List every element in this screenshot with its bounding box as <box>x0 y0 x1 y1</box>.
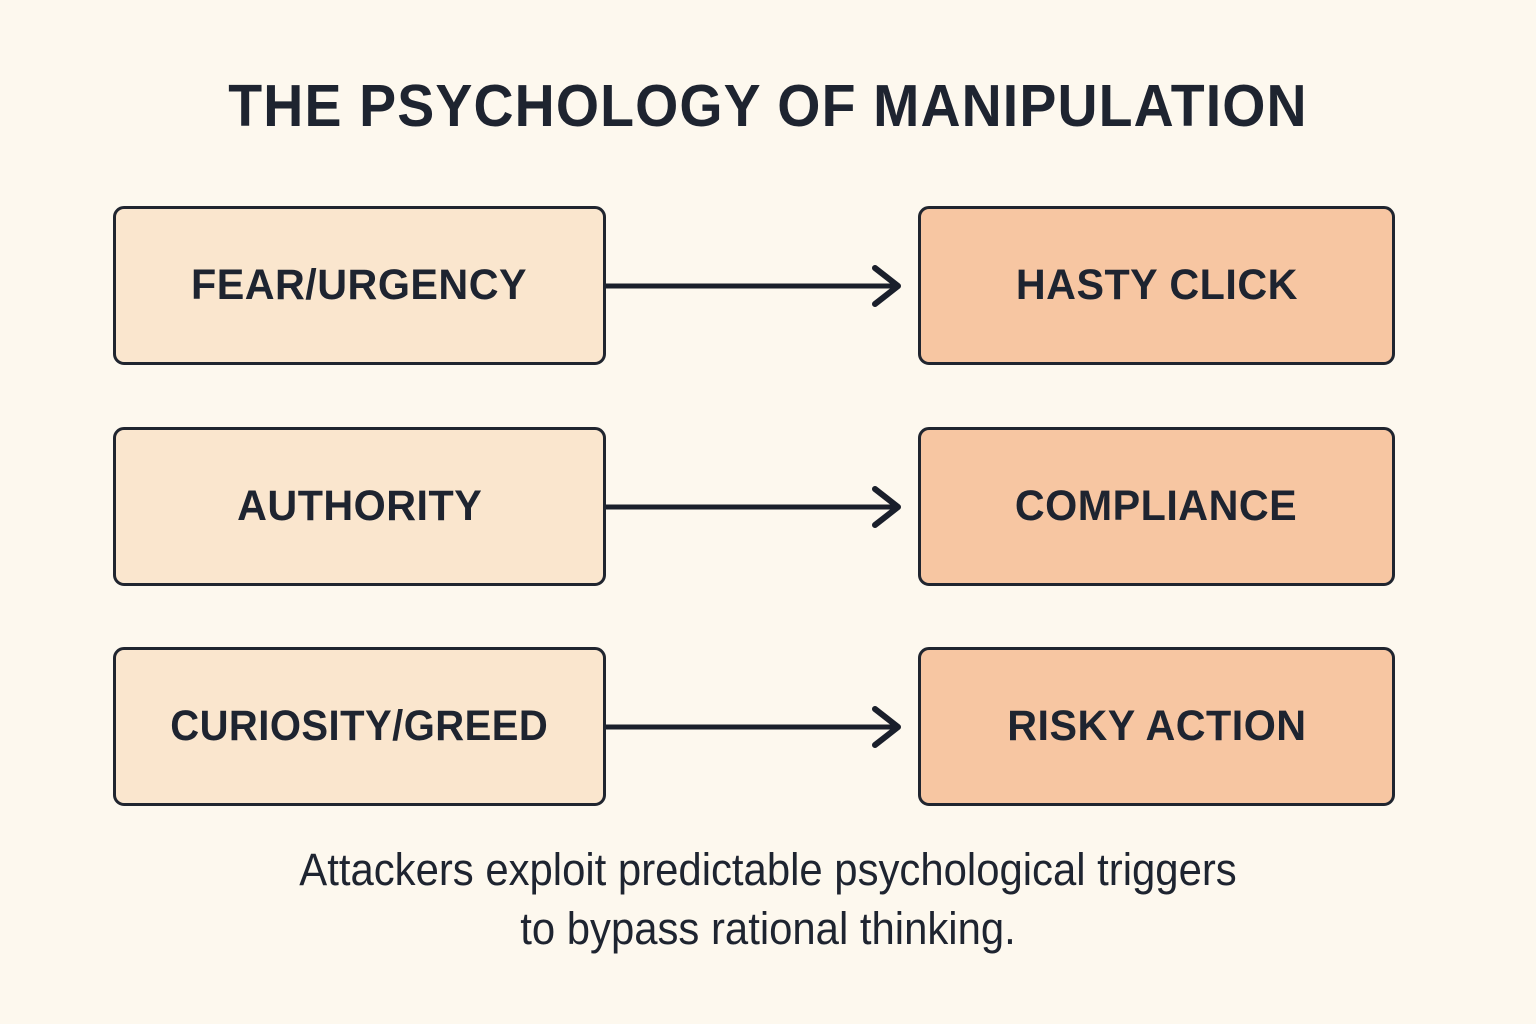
outcome-node[interactable]: HASTY CLICK <box>918 206 1395 365</box>
caption-line-1: Attackers exploit predictable psychologi… <box>299 844 1237 895</box>
outcome-label: RISKY ACTION <box>1006 702 1307 750</box>
flow-row: FEAR/URGENCY HASTY CLICK <box>113 206 1395 365</box>
trigger-label: AUTHORITY <box>236 482 483 530</box>
trigger-node[interactable]: AUTHORITY <box>113 427 606 586</box>
arrow-right-icon <box>606 483 918 531</box>
page-title: THE PSYCHOLOGY OF MANIPULATION <box>228 73 1308 139</box>
arrow-right-glyph <box>606 486 901 528</box>
arrow-right-glyph <box>606 265 901 307</box>
arrow-right-icon <box>606 262 918 310</box>
outcome-label: COMPLIANCE <box>1015 482 1298 530</box>
arrow-right-icon <box>606 703 918 751</box>
caption: Attackers exploit predictable psychologi… <box>54 840 1482 959</box>
trigger-node[interactable]: FEAR/URGENCY <box>113 206 606 365</box>
trigger-label: CURIOSITY/GREED <box>170 702 549 750</box>
caption-line-2: to bypass rational thinking. <box>520 903 1016 955</box>
outcome-node[interactable]: COMPLIANCE <box>918 427 1395 586</box>
flow-row: CURIOSITY/GREED RISKY ACTION <box>113 647 1395 806</box>
arrow-right-glyph <box>606 706 901 748</box>
outcome-label: HASTY CLICK <box>1015 261 1298 309</box>
outcome-node[interactable]: RISKY ACTION <box>918 647 1395 806</box>
trigger-node[interactable]: CURIOSITY/GREED <box>113 647 606 806</box>
flow-row: AUTHORITY COMPLIANCE <box>113 427 1395 586</box>
trigger-label: FEAR/URGENCY <box>191 261 528 309</box>
